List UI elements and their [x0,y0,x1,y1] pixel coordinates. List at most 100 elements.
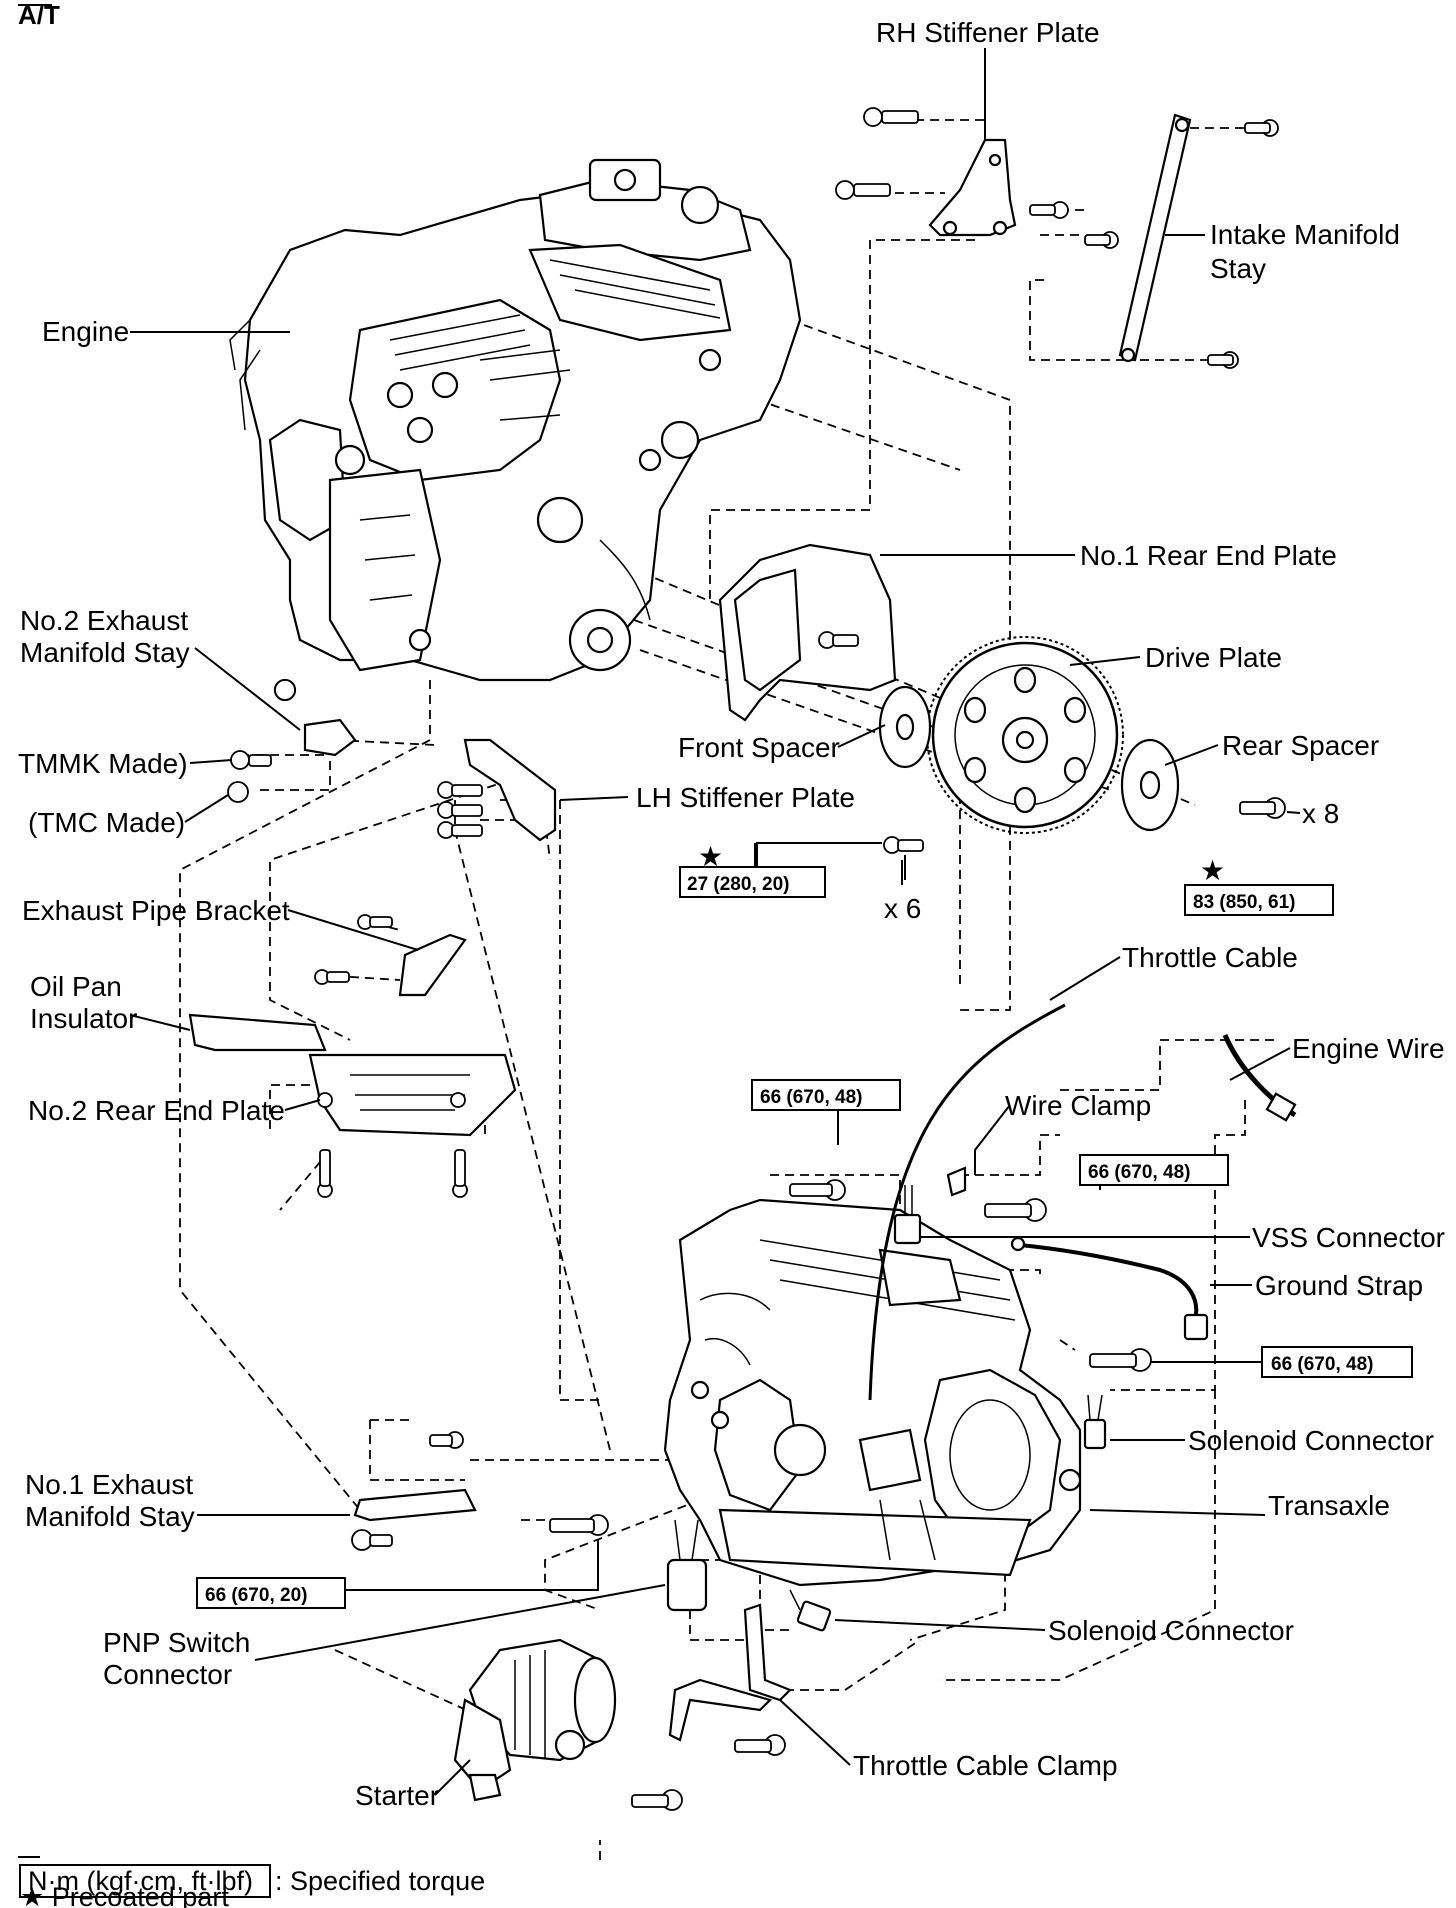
label-intake-manifold-stay: Intake Manifold [1210,219,1400,250]
bolt-icon [1244,119,1279,137]
torque-value: 66 (670, 20) [205,1585,307,1606]
label-throttle-cable-clamp: Throttle Cable Clamp [853,1750,1118,1781]
rh-stiffener-plate [928,138,1017,237]
bolt-icon [818,631,859,649]
torque-spec-vss: 66 (670, 48) [1079,1154,1229,1186]
no1-rear-end-plate [718,543,897,722]
bolt-icon [274,679,296,701]
label-transaxle: Transaxle [1268,1490,1390,1521]
bolt-icon [631,1789,683,1811]
label-rh-stiffener-plate: RH Stiffener Plate [876,17,1100,48]
label-vss-connector: VSS Connector [1252,1222,1445,1253]
label-wire-clamp: Wire Clamp [1005,1090,1151,1121]
part-labels: RH Stiffener Plate Intake Manifold Stay … [18,17,1445,1811]
precoated-star: ★ [698,841,723,872]
bolt-icon [429,1431,464,1449]
solenoid-connector-upper [1083,1394,1107,1450]
bolt-icon [1239,797,1286,819]
bolt-icon [357,914,393,930]
label-pnp-switch-connector-2: Connector [103,1659,232,1690]
no2-rear-end-plate [308,1053,517,1137]
label-rear-spacer: Rear Spacer [1222,730,1379,761]
pnp-switch-connector [666,1519,708,1612]
oil-pan-insulator [188,1013,327,1052]
label-tmmk-made: TMMK Made) [18,748,188,779]
torque-spec-starter: 66 (670, 20) [196,1577,346,1609]
torque-spec-precoated-27: 27 (280, 20) ★ [679,841,826,898]
wire-clamp [946,1166,967,1197]
bolt-icon [227,781,249,803]
bolt-icon [1029,201,1069,219]
bolt-icon [835,180,891,200]
throttle-cable [868,1003,1066,1401]
label-solenoid-connector-lower: Solenoid Connector [1048,1615,1294,1646]
bolt-icon [437,801,483,819]
label-tmc-made: (TMC Made) [28,807,185,838]
label-no1-exhaust-manifold-stay: No.1 Exhaust [25,1469,193,1500]
rear-spacer [1120,738,1180,832]
bolt-icon [549,1514,609,1536]
label-exhaust-pipe-bracket: Exhaust Pipe Bracket [22,895,290,926]
front-spacer [878,685,932,769]
label-qty-x6: x 6 [884,893,921,924]
engine-wire [1222,1034,1297,1122]
torque-value: 66 (670, 48) [1088,1162,1190,1183]
torque-spec-precoated-83: 83 (850, 61) ★ [1184,855,1334,916]
ground-strap [1010,1236,1209,1341]
bolt-icon [883,836,924,854]
bolt-icon [452,1149,468,1198]
torque-value: 66 (670, 48) [760,1087,862,1108]
transaxle-icon [663,1198,1082,1587]
label-qty-x8: x 8 [1302,798,1339,829]
label-intake-manifold-stay-2: Stay [1210,253,1266,284]
torque-value: 66 (670, 48) [1271,1354,1373,1375]
vss-connector [893,1185,922,1245]
bolt-icon [1207,351,1239,369]
bolt-icon [437,781,483,799]
legend-torque-unit: N·m (kgf·cm, ft·lbf) [28,1866,253,1896]
intake-manifold-stay [1118,113,1192,363]
label-no1-rear-end-plate: No.1 Rear End Plate [1080,540,1337,571]
bolt-icon [450,1092,466,1108]
torque-value: 83 (850, 61) [1193,892,1295,913]
bolt-icon [1084,231,1119,249]
label-no1-exhaust-manifold-stay-2: Manifold Stay [25,1501,195,1532]
drive-plate-icon [926,636,1124,834]
bolt-icon [863,107,919,127]
label-oil-pan-insulator-2: Insulator [30,1003,137,1034]
precoated-star: ★ [1200,855,1225,886]
starter-motor-icon [453,1638,617,1802]
label-no2-rear-end-plate: No.2 Rear End Plate [28,1095,285,1126]
torque-value: 27 (280, 20) [687,874,789,895]
bolt-icon [437,821,483,839]
bolt-icon [789,1179,846,1201]
bolt-icon [1089,1348,1152,1372]
bolt-icon [351,1529,393,1551]
bolt-icon [984,1198,1047,1222]
bolt-icon [317,1149,333,1198]
torque-spec-wire-clamp: 66 (670, 48) [751,1079,901,1111]
lh-stiffener-plate [463,738,557,842]
bolt-icon [317,1092,333,1108]
torque-spec-ground: 66 (670, 48) [1261,1346,1413,1378]
bolt-icon [314,969,350,985]
legend-precoated: ★ Precoated part [20,1882,229,1908]
engine-block-icon [229,158,802,682]
bolt-icon [734,1734,786,1756]
label-no2-exhaust-manifold-stay: No.2 Exhaust [20,605,188,636]
legend: N·m (kgf·cm, ft·lbf) : Specified torque … [18,1856,485,1908]
label-drive-plate: Drive Plate [1145,642,1282,673]
label-front-spacer: Front Spacer [678,732,840,763]
label-solenoid-connector-upper: Solenoid Connector [1188,1425,1434,1456]
bolt-icon [230,750,272,770]
no1-exhaust-manifold-stay [353,1488,477,1522]
legend-torque-desc: : Specified torque [275,1866,485,1896]
label-no2-exhaust-manifold-stay-2: Manifold Stay [20,637,190,668]
solenoid-connector-lower [789,1589,832,1632]
bolts [227,107,1286,1811]
label-lh-stiffener-plate: LH Stiffener Plate [636,782,855,813]
label-starter: Starter [355,1780,439,1811]
label-ground-strap: Ground Strap [1255,1270,1423,1301]
label-pnp-switch-connector: PNP Switch [103,1627,250,1658]
